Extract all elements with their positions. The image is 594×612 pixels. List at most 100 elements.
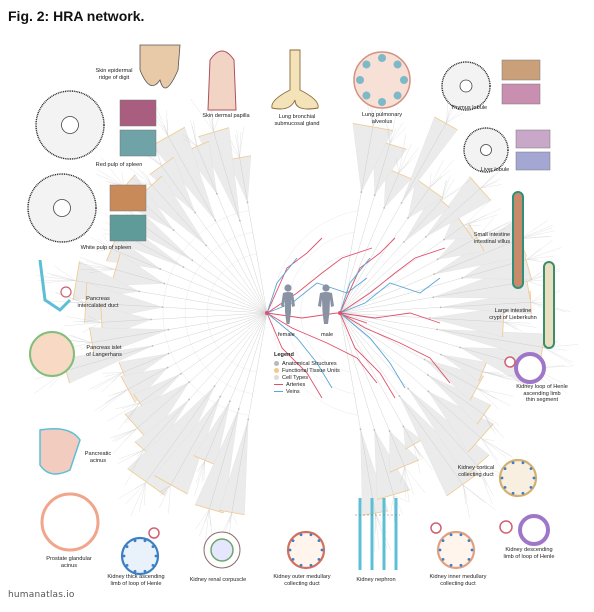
legend-title: Legend: [274, 352, 340, 358]
crypt-illustration: [544, 262, 554, 348]
tree-leaf: [481, 179, 501, 188]
tree-leaf: [465, 215, 487, 225]
tree-leaf: [69, 340, 92, 343]
node-as: [401, 202, 403, 204]
node-as: [238, 408, 240, 410]
descending-limb-illustration: [520, 516, 548, 544]
legend-swatch: [274, 368, 279, 373]
tree-leaf: [374, 514, 375, 553]
node-as: [194, 212, 196, 214]
tree-leaf: [93, 372, 122, 389]
pancreas-duct-illustration: [40, 260, 70, 310]
tree-leaf: [543, 347, 573, 362]
node-as: [374, 194, 376, 196]
prostate-illustration: [42, 494, 98, 550]
inner-medullary-illustration-nucleus: [468, 539, 471, 542]
node-as: [427, 374, 429, 376]
tree-leaf: [430, 177, 442, 188]
thick-ascending-illustration-nucleus: [134, 539, 137, 542]
tree-leaf: [51, 275, 75, 281]
node-as: [461, 277, 463, 279]
node-as: [459, 347, 461, 349]
node-as: [159, 268, 161, 270]
node-as: [440, 354, 442, 356]
tree-branch: [340, 237, 478, 313]
thick-ascending-illustration-nucleus: [144, 570, 147, 573]
node-as: [427, 391, 429, 393]
node-as: [167, 367, 169, 369]
inner-medullary-illustration-nucleus: [471, 549, 474, 552]
node-as: [163, 283, 165, 285]
node-as: [433, 273, 435, 275]
tree-leaf: [430, 160, 444, 188]
cortical-illustration-nucleus: [522, 492, 525, 495]
tree-leaf: [105, 390, 128, 404]
tree-branch: [340, 200, 442, 313]
outer-medullary-illustration: [288, 532, 324, 568]
node-as: [432, 296, 434, 298]
cortical-illustration-nucleus: [512, 461, 515, 464]
tree-leaf: [481, 182, 498, 189]
tree-leaf: [198, 461, 205, 472]
node-as: [407, 388, 409, 390]
acinus-illustration: [40, 429, 80, 474]
label-large-intestine-crypt: Large intestine crypt of Lieberkuhn: [478, 308, 548, 321]
tree-leaf: [463, 485, 465, 504]
thick-ascending-illustration-nucleus: [126, 545, 129, 548]
label-skin-epidermal-ridge: Skin epidermal ridge of digit: [84, 68, 144, 81]
skin-epidermal-illustration: [140, 45, 180, 88]
thick-ascending-illustration-nucleus: [155, 555, 158, 558]
tree-leaf: [430, 159, 455, 187]
tree-leaf: [119, 483, 145, 499]
outer-medullary-illustration-nucleus: [300, 564, 303, 567]
tree-leaf: [520, 236, 548, 238]
artery-path: [340, 313, 450, 383]
tree-leaf: [168, 486, 170, 514]
lung-gland-illustration: [272, 50, 318, 109]
node-as: [216, 193, 218, 195]
tree-leaf: [139, 483, 145, 512]
node-as: [205, 245, 207, 247]
female-root-node: [265, 311, 269, 315]
label-kidney-loop-henle-thin: Kidney loop of Henle ascending limb thin…: [502, 384, 582, 404]
legend: Legend Anatomical Structures Functional …: [274, 352, 340, 395]
legend-item: Functional Tissue Units: [274, 367, 340, 374]
tree-leaf: [131, 483, 146, 516]
tree-leaf: [126, 483, 146, 504]
node-as: [429, 317, 431, 319]
inner-medullary-illustration-nucleus: [450, 564, 453, 567]
thymus-histology: [502, 84, 540, 104]
label-prostate-acinus: Prostate glandular acinus: [34, 556, 104, 569]
node-as: [443, 239, 445, 241]
legend-swatch: [274, 375, 279, 380]
label-kidney-cortical-duct: Kidney cortical collecting duct: [446, 465, 506, 478]
label-lung-bronchial-gland: Lung bronchial submucosal gland: [262, 114, 332, 127]
tree-leaf: [463, 485, 469, 518]
liver-histology: [516, 130, 550, 148]
tree-leaf: [205, 509, 209, 522]
label-thymus-lobule: Thymus lobule: [444, 105, 494, 112]
node-as: [239, 220, 241, 222]
thick-ascending-illustration-nucleus: [126, 564, 129, 567]
female-label: female: [278, 332, 295, 338]
legend-item: Cell Types: [274, 374, 340, 381]
tree-leaf: [47, 273, 76, 281]
tree-leaf: [504, 322, 517, 327]
legend-swatch: [274, 361, 279, 366]
tree-leaf: [124, 429, 137, 441]
label-pancreas-intercalated-duct: Pancreas intercalated duct: [68, 296, 128, 309]
inner-medullary-illustration-nucleus: [468, 558, 471, 561]
network-arc: [185, 232, 253, 394]
tree-leaf: [520, 220, 548, 239]
islet-illustration: [30, 332, 74, 376]
inner-medullary-illustration-nucleus: [442, 539, 445, 542]
label-kidney-thick-ascending: Kidney thick ascending limb of loop of H…: [96, 574, 176, 587]
tree-leaf: [528, 281, 544, 286]
node-as: [180, 373, 182, 375]
node-as: [173, 229, 175, 231]
thick-ascending-illustration-nucleus: [152, 564, 155, 567]
node-as: [436, 329, 438, 331]
node-as: [150, 319, 152, 321]
node-as: [360, 191, 362, 193]
tree-leaf: [390, 123, 403, 144]
